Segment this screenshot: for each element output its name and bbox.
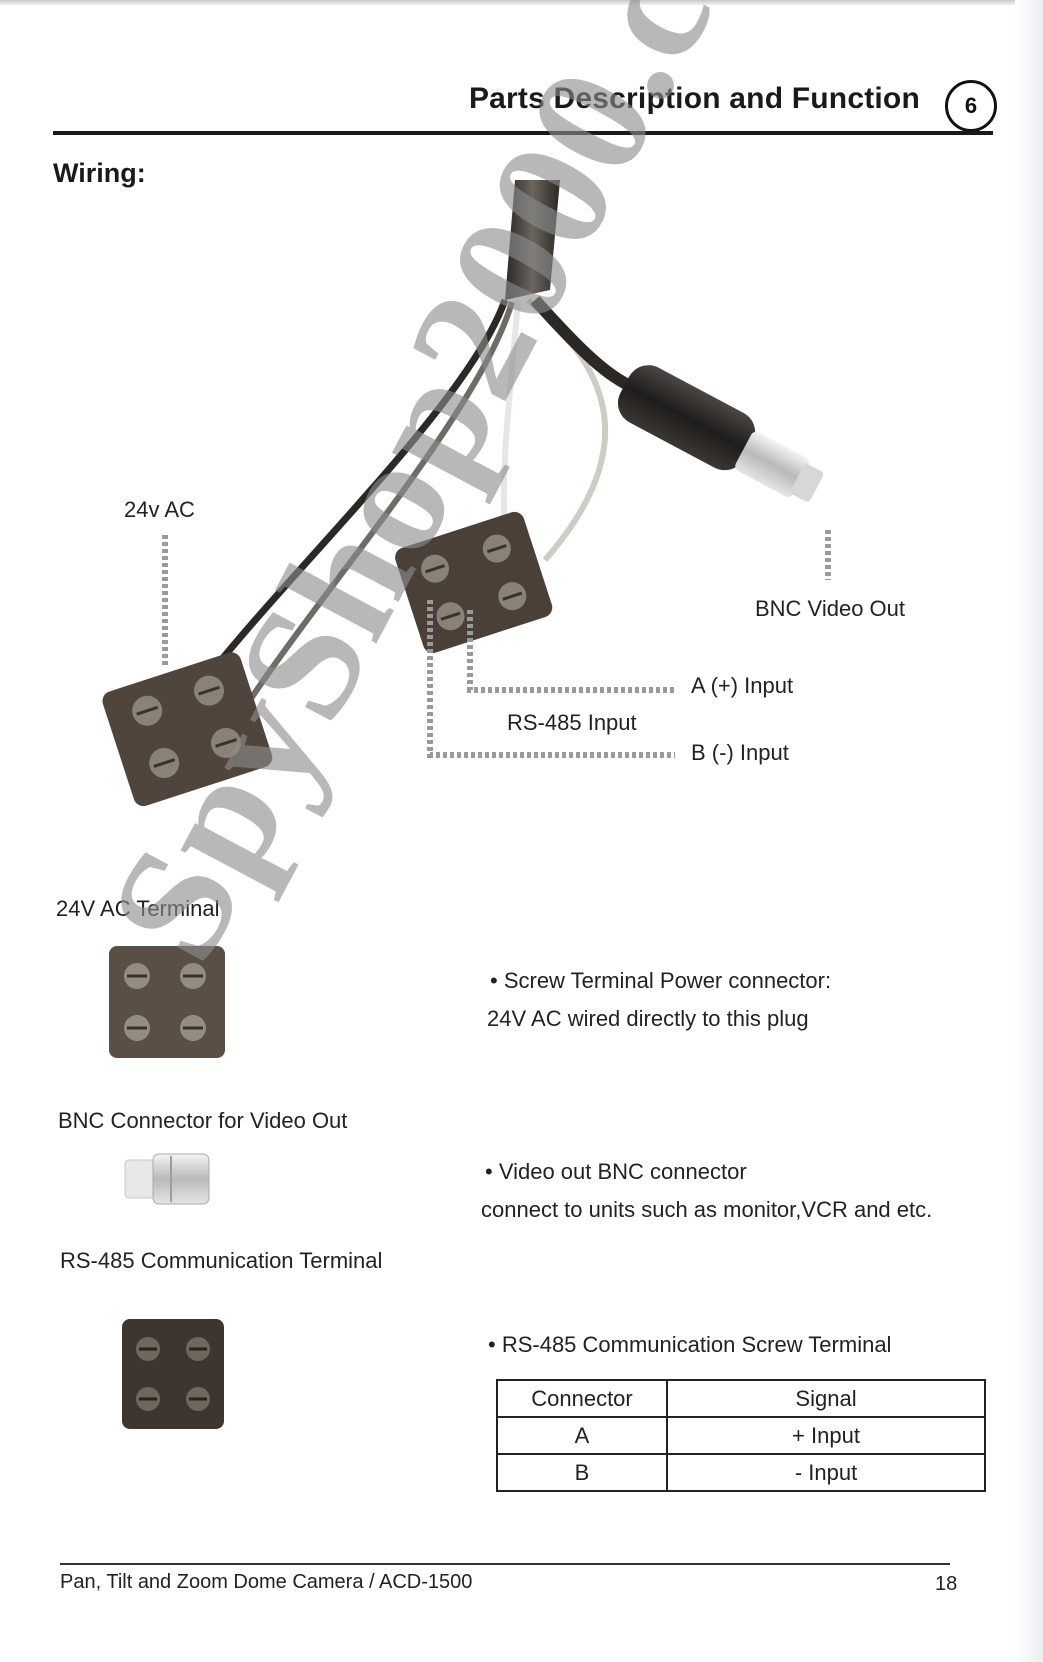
signal-table: Connector Signal A + Input B - Input [496,1379,986,1492]
signal-table-cell: - Input [666,1453,986,1492]
power-wire-1 [202,298,509,683]
signal-table-header-row: Connector Signal [496,1379,986,1418]
power-terminal-photo [102,652,273,807]
power-terminal-thumbnail [109,946,225,1058]
power-terminal-bullet: • Screw Terminal Power connector: [490,968,832,993]
section-heading: Wiring: [53,158,146,188]
guide-a [467,610,675,693]
bnc-connector-bullet: • Video out BNC connector [485,1159,747,1184]
label-rs485-input: RS-485 Input [507,710,637,735]
part-title-bnc-connector: BNC Connector for Video Out [58,1108,348,1133]
page-title: Parts Description and Function [468,82,920,115]
signal-table-cell: + Input [666,1416,986,1455]
table-row: A + Input [496,1416,986,1455]
bnc-connector-photo [617,365,824,502]
chapter-number-badge: 6 [945,80,997,132]
main-cable [505,180,560,300]
page-top-edge [0,0,1043,5]
footer-divider [60,1563,950,1565]
part-title-rs485-terminal: RS-485 Communication Terminal [60,1248,383,1273]
footer-product-name: Pan, Tilt and Zoom Dome Camera / ACD-150… [60,1571,473,1593]
rs485-wire-a [500,299,521,541]
table-row: B - Input [496,1453,986,1492]
label-b-input: B (-) Input [691,740,789,765]
signal-table-cell: A [496,1416,668,1455]
rs485-terminal-bullet: • RS-485 Communication Screw Terminal [488,1332,892,1357]
signal-table-header-connector: Connector [496,1379,668,1418]
header-divider [53,131,993,135]
signal-table-header-signal: Signal [666,1379,986,1418]
footer-page-number: 18 [935,1573,958,1595]
wiring-photo [102,180,831,807]
part-title-power-terminal: 24V AC Terminal [56,896,220,921]
bnc-connector-detail: connect to units such as monitor,VCR and… [481,1197,933,1222]
power-wire-2 [247,301,515,702]
guide-b [427,600,675,758]
power-terminal-detail: 24V AC wired directly to this plug [487,1006,809,1031]
rs485-terminal-thumbnail [122,1319,224,1429]
page-right-edge [1015,0,1043,1662]
bnc-wire [530,295,643,396]
rs485-terminal-photo [395,511,553,654]
label-bnc-video-out: BNC Video Out [755,596,906,621]
label-a-input: A (+) Input [691,673,794,698]
signal-table-cell: B [496,1453,668,1492]
label-24v-ac: 24v AC [124,497,195,522]
bnc-connector-thumbnail [124,1153,210,1205]
